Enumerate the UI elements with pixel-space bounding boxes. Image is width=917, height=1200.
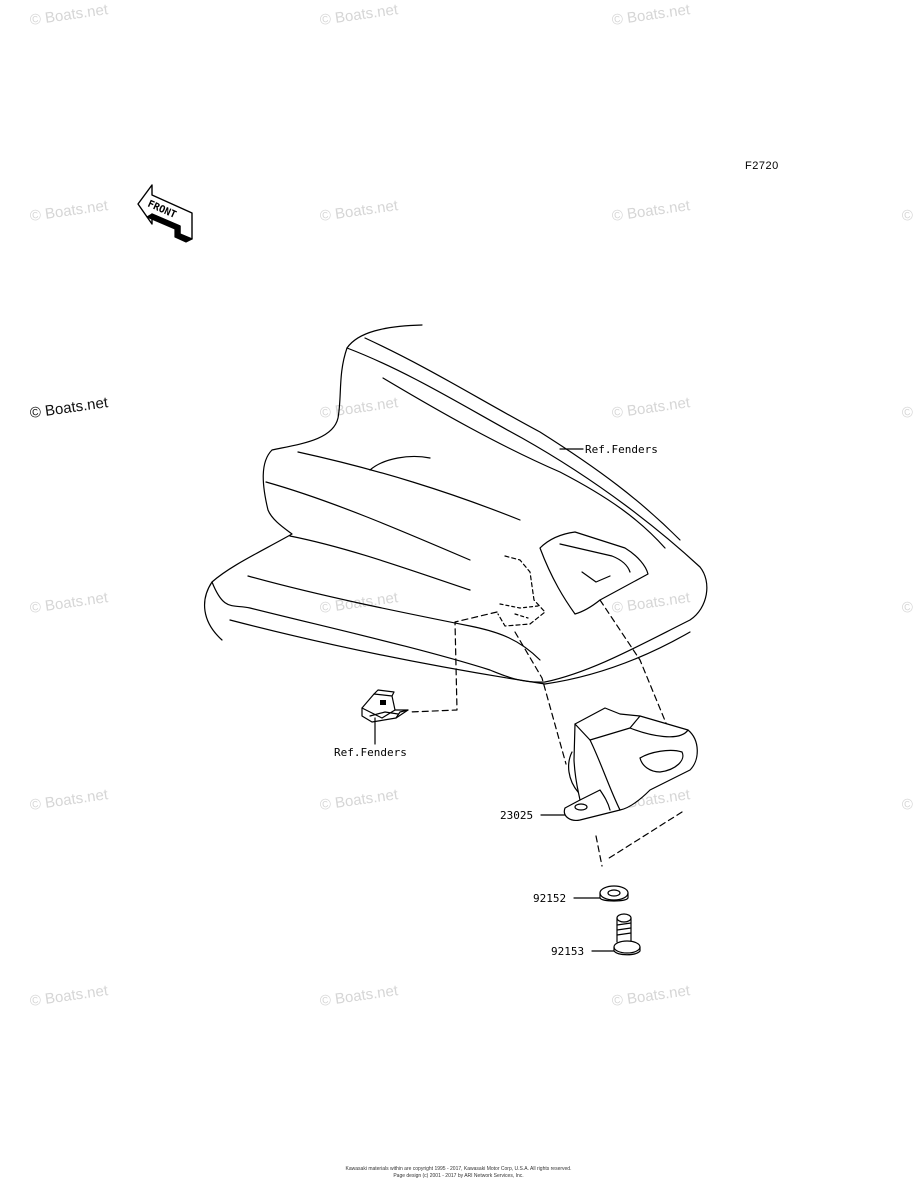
label-part-92153: 92153 (551, 945, 584, 958)
fender-clip-part (361, 689, 409, 723)
bracket-23025-part (563, 707, 698, 821)
assembly-guide-line (514, 631, 567, 765)
screw-92153-part (613, 913, 641, 956)
assembly-guide-line (605, 811, 683, 861)
washer-92152-part (599, 885, 629, 902)
footer-line: Kawasaki materials within are copyright … (345, 1166, 572, 1172)
label-ref-fenders: Ref.Fenders (585, 443, 658, 456)
label-ref-fenders: Ref.Fenders (334, 746, 407, 759)
label-part-23025: 23025 (500, 809, 533, 822)
copyright-footer: Kawasaki materials within are copyright … (0, 1166, 917, 1180)
fender-cowl (204, 324, 708, 685)
assembly-guide-line (595, 835, 603, 867)
footer-line: Page design (c) 2001 - 2017 by ARI Netwo… (393, 1173, 524, 1179)
figure-code: F2720 (745, 160, 779, 172)
label-part-92152: 92152 (533, 892, 566, 905)
assembly-guide-line (409, 611, 498, 713)
front-arrow-icon: FRONT (137, 184, 193, 243)
